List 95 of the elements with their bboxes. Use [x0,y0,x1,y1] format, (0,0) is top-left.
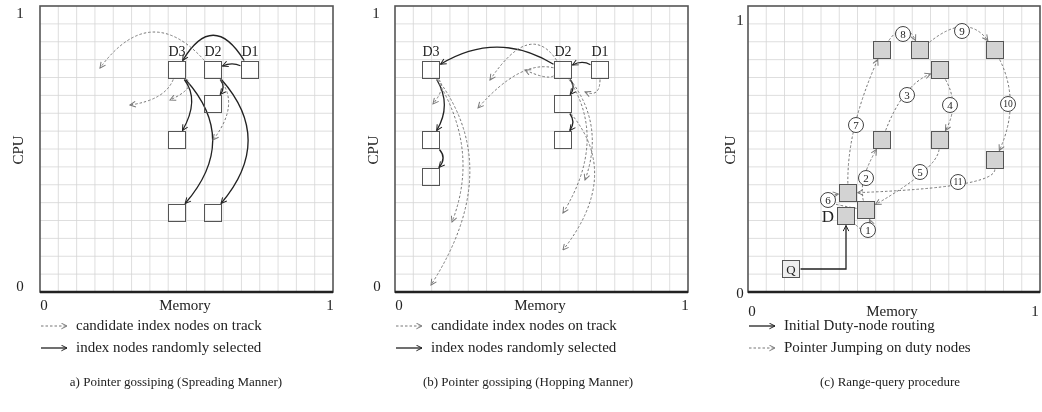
index-node-box [839,184,857,202]
node-label: D3 [168,45,186,59]
arrow [571,59,592,66]
index-node-box [422,131,440,149]
tick-label: 0 [748,303,756,319]
tick-label: 1 [326,297,334,313]
node-label: D2 [204,45,222,59]
dotted-arrow [562,113,595,251]
node-label: D3 [422,45,440,59]
index-node-box [554,131,572,149]
node-label: D2 [554,45,572,59]
index-node-box [168,204,186,222]
arrow [221,60,242,68]
index-node-box [986,41,1004,59]
legend-text: index nodes randomly selected [76,340,262,355]
arrow [220,78,249,205]
axis-title: Memory [514,297,566,313]
index-node-box [204,204,222,222]
index-node-box [554,95,572,113]
index-node-box [931,131,949,149]
arrow [181,78,193,132]
axis-title: CPU [10,135,26,165]
legend-text: Initial Duty-node routing [784,318,935,333]
arrow [184,78,214,205]
dotted-arrow [875,149,940,205]
dotted-arrow [432,79,442,105]
tick-label: 0 [40,297,48,313]
step-number: 5 [912,164,928,180]
dotted-arrow [998,59,1011,151]
legend-text: candidate index nodes on track [431,318,617,333]
dotted-arrow [477,66,554,109]
dotted-arrow [524,69,554,78]
step-number: 4 [942,97,958,113]
tick-label: 0 [16,278,24,294]
dotted-arrow [489,43,558,81]
index-node-box [168,131,186,149]
step-number: 3 [899,87,915,103]
index-node-box [931,61,949,79]
axis-title: CPU [365,135,381,165]
dotted-arrow [569,79,593,181]
arrow [436,78,445,132]
index-node-box [873,41,891,59]
dotted-arrow [857,169,996,196]
axis-title: Memory [866,303,918,319]
node-label: D [821,207,834,225]
legend-text: index nodes randomly selected [431,340,617,355]
tick-label: 0 [736,285,744,301]
step-number: 11 [950,174,966,190]
legend-text: Pointer Jumping on duty nodes [784,340,971,355]
dotted-arrow [944,79,954,131]
dotted-arrow [430,79,471,286]
axis-title: CPU [722,135,738,165]
arrow [182,34,245,62]
step-number: 8 [895,26,911,42]
caption: a) Pointer gossiping (Spreading Manner) [69,374,283,388]
tick-label: 1 [1031,303,1039,319]
tick-label: 1 [736,12,744,28]
arrow [569,112,576,132]
dotted-arrow [929,26,989,43]
step-number: 2 [858,170,874,186]
index-node-box [204,95,222,113]
index-node-box [422,168,440,186]
dotted-arrow [169,78,190,101]
node-label: D1 [591,45,609,59]
index-node-box [873,131,891,149]
caption: (c) Range-query procedure [820,374,960,388]
caption: (b) Pointer gossiping (Hopping Manner) [422,374,634,388]
dotted-arrow [584,79,601,97]
dotted-arrow [885,73,931,131]
dotted-arrow [212,79,230,141]
axis-title: Memory [159,297,211,313]
tick-label: 1 [681,297,689,313]
arrow [438,148,446,169]
dotted-arrow [129,79,174,108]
legend-text: candidate index nodes on track [76,318,262,333]
dotted-arrow [847,59,879,184]
dotted-arrow [861,149,877,201]
tick-label: 0 [395,297,403,313]
step-number: 1 [860,222,876,238]
index-node-box [782,260,800,278]
index-node-box [986,151,1004,169]
arrow [799,224,850,270]
step-number: 6 [820,192,836,208]
step-number: 10 [1000,96,1016,112]
tick-label: 0 [373,278,381,294]
step-number: 7 [848,117,864,133]
node-label: Q [786,262,796,276]
node-label: D1 [241,45,259,59]
dotted-arrow [436,79,464,223]
arrow [439,46,555,65]
tick-label: 1 [372,5,380,21]
index-node-box [911,41,929,59]
step-number: 9 [954,23,970,39]
tick-label: 1 [16,5,24,21]
index-node-box [857,201,875,219]
